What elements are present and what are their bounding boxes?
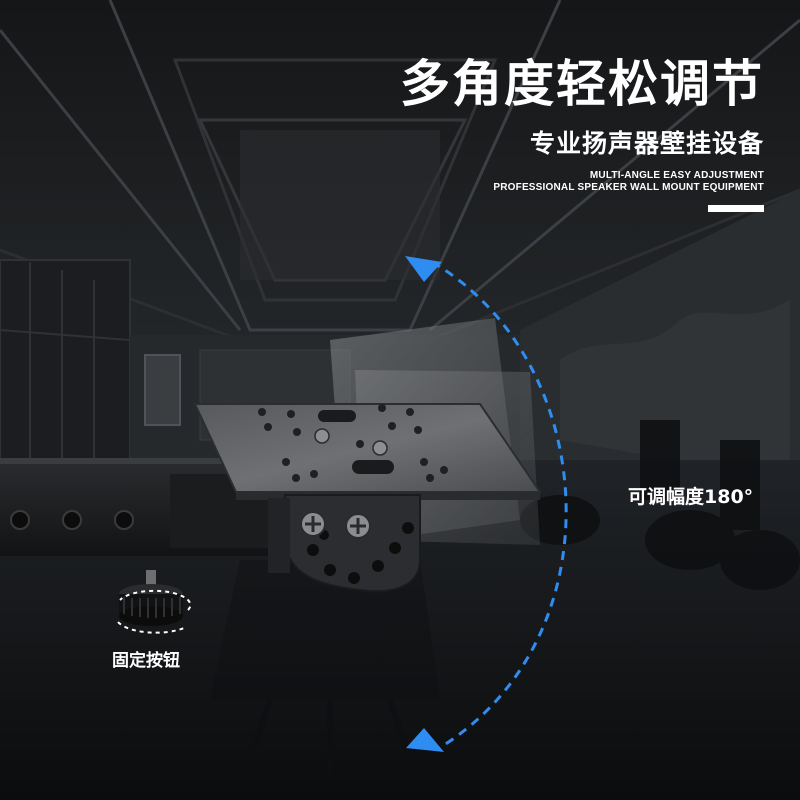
knob-label: 固定按钮 bbox=[112, 651, 180, 671]
left-windows bbox=[0, 259, 131, 461]
english-tagline-2: PROFESSIONAL SPEAKER WALL MOUNT EQUIPMEN… bbox=[493, 182, 764, 193]
pivot-screw-left bbox=[300, 511, 326, 537]
title-underline bbox=[708, 205, 764, 212]
knob-rotation-arrows bbox=[117, 589, 192, 634]
rotation-arc bbox=[431, 260, 568, 752]
right-wall-mural bbox=[560, 300, 790, 480]
pivot-screw-right bbox=[345, 513, 371, 539]
headline-subtitle: 专业扬声器壁挂设备 bbox=[529, 129, 764, 158]
chairs bbox=[210, 420, 800, 780]
back-wall-art bbox=[144, 354, 181, 426]
rotation-arrow-up-icon bbox=[405, 256, 442, 282]
ceiling-recess bbox=[240, 130, 440, 280]
pivot-bracket bbox=[268, 494, 421, 593]
rotation-range-label: 可调幅度180° bbox=[628, 486, 754, 508]
locking-knob bbox=[119, 570, 183, 626]
headline-title: 多角度轻松调节 bbox=[400, 55, 764, 113]
rotation-arrow-down-icon bbox=[406, 728, 444, 752]
english-tagline-1: MULTI-ANGLE EASY ADJUSTMENT bbox=[589, 170, 764, 181]
mounting-plate bbox=[193, 403, 542, 500]
